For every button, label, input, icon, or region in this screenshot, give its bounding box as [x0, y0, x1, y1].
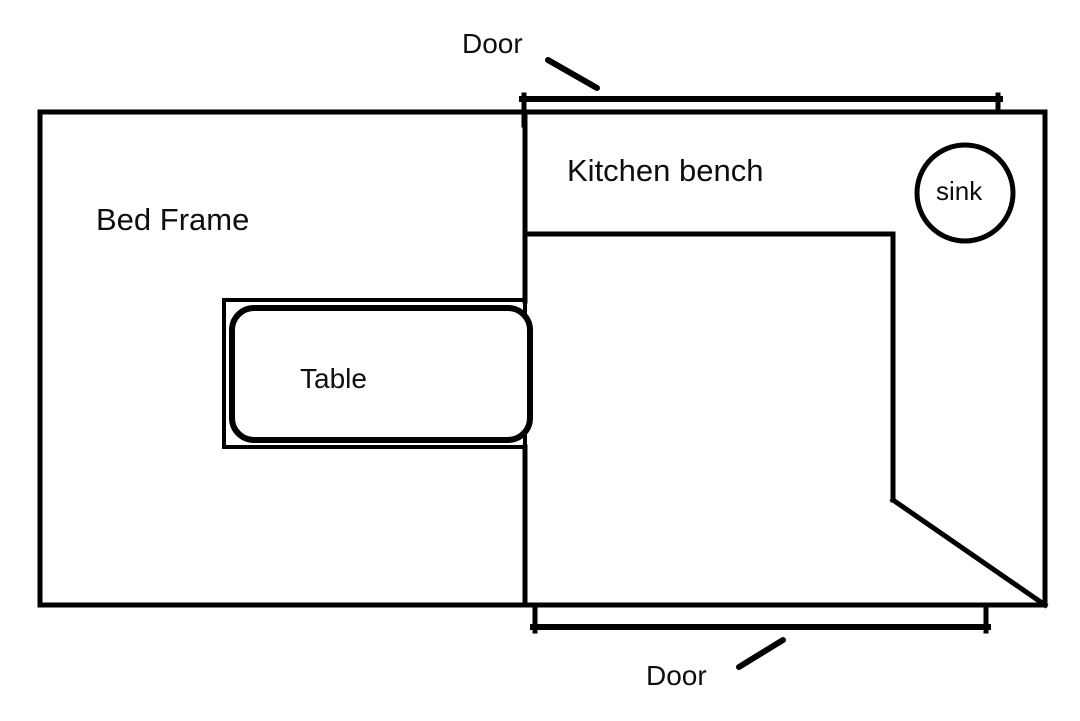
door-top-leader-line [545, 57, 600, 91]
table-label: Table [300, 363, 367, 394]
sink-label: sink [936, 176, 983, 206]
door-bottom-label: Door [646, 660, 707, 691]
corner-bevel-edge [889, 496, 1049, 609]
door-bottom-leader-line [736, 637, 786, 670]
bed-frame-label: Bed Frame [96, 202, 250, 237]
door-top-label: Door [462, 28, 523, 59]
table-top [229, 305, 533, 443]
kitchen-bench-label: Kitchen bench [567, 153, 764, 188]
sink-basin [914, 142, 1016, 244]
